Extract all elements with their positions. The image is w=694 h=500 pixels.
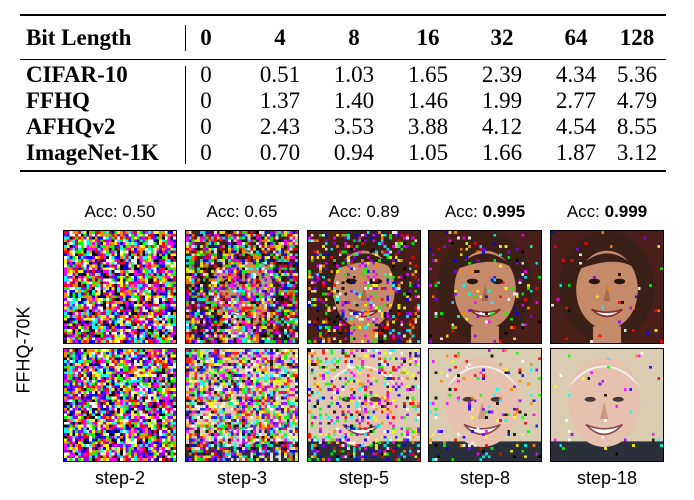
sample-image-face-2 bbox=[428, 348, 542, 462]
cell: 3.53 bbox=[333, 114, 375, 139]
cell: 0 bbox=[200, 62, 212, 87]
accuracy-label: Acc: 0.995 bbox=[418, 202, 552, 222]
accuracy-prefix: Acc: bbox=[444, 202, 483, 221]
cell: 0 bbox=[200, 114, 212, 139]
step-label: step-18 bbox=[576, 468, 638, 488]
sample-image-face-1 bbox=[63, 230, 177, 344]
cell: 8.55 bbox=[616, 114, 658, 139]
step-label: step-5 bbox=[338, 468, 390, 488]
cell: 4.79 bbox=[616, 88, 658, 113]
table-header-row: Bit Length 0 4 8 16 32 64 128 bbox=[20, 25, 666, 51]
cell: 2.77 bbox=[555, 88, 597, 113]
step-label: step-3 bbox=[216, 468, 268, 488]
row-name: FFHQ bbox=[26, 88, 90, 113]
cell: 3.12 bbox=[616, 140, 658, 165]
header-col-32: 32 bbox=[490, 25, 514, 50]
header-col-16: 16 bbox=[416, 25, 440, 50]
sample-image-face-1 bbox=[185, 230, 299, 344]
cell: 0.70 bbox=[259, 140, 301, 165]
tile-canvas bbox=[308, 349, 420, 461]
header-col-8: 8 bbox=[348, 25, 360, 50]
row-label-text: FFHQ-70K bbox=[13, 306, 34, 394]
cell: 5.36 bbox=[616, 62, 658, 87]
cell: 4.34 bbox=[555, 62, 597, 87]
accuracy-value: 0.65 bbox=[244, 202, 278, 221]
header-col-4: 4 bbox=[274, 25, 286, 50]
cell: 4.54 bbox=[555, 114, 597, 139]
sample-image-face-1 bbox=[307, 230, 421, 344]
accuracy-label: Acc: 0.65 bbox=[175, 202, 309, 222]
table-row: AFHQv2 0 2.43 3.53 3.88 4.12 4.54 8.55 bbox=[20, 114, 666, 140]
table-row: CIFAR-10 0 0.51 1.03 1.65 2.39 4.34 5.36 bbox=[20, 62, 666, 88]
cell: 3.88 bbox=[407, 114, 449, 139]
step-label: step-8 bbox=[459, 468, 511, 488]
tile-canvas bbox=[551, 349, 663, 461]
accuracy-label: Acc: 0.89 bbox=[297, 202, 431, 222]
row-name: AFHQv2 bbox=[26, 114, 116, 139]
cell: 2.39 bbox=[481, 62, 523, 87]
tile-canvas bbox=[186, 349, 298, 461]
accuracy-prefix: Acc: bbox=[566, 202, 605, 221]
row-name: CIFAR-10 bbox=[26, 62, 128, 87]
accuracy-value: 0.89 bbox=[366, 202, 400, 221]
table-top-rule bbox=[20, 14, 666, 16]
header-col-128: 128 bbox=[619, 25, 655, 50]
row-name: ImageNet-1K bbox=[26, 140, 159, 165]
accuracy-label: Acc: 0.999 bbox=[540, 202, 674, 222]
accuracy-value: 0.995 bbox=[482, 202, 526, 221]
tile-canvas bbox=[64, 231, 176, 343]
cell: 1.87 bbox=[555, 140, 597, 165]
cell: 1.03 bbox=[333, 62, 375, 87]
cell: 0.51 bbox=[259, 62, 301, 87]
accuracy-value: 0.50 bbox=[122, 202, 156, 221]
table-bottom-rule bbox=[20, 170, 666, 172]
sample-image-face-2 bbox=[307, 348, 421, 462]
table-row: FFHQ 0 1.37 1.40 1.46 1.99 2.77 4.79 bbox=[20, 88, 666, 114]
cell: 4.12 bbox=[481, 114, 523, 139]
header-bit-length: Bit Length bbox=[26, 25, 132, 50]
cell: 0 bbox=[200, 88, 212, 113]
sample-image-face-2 bbox=[185, 348, 299, 462]
table-mid-rule bbox=[20, 59, 666, 60]
cell: 1.66 bbox=[481, 140, 523, 165]
cell: 1.40 bbox=[333, 88, 375, 113]
body-separator bbox=[185, 66, 186, 164]
accuracy-label: Acc: 0.50 bbox=[53, 202, 187, 222]
cell: 1.37 bbox=[259, 88, 301, 113]
header-col-64: 64 bbox=[564, 25, 588, 50]
step-label: step-2 bbox=[94, 468, 146, 488]
cell: 1.65 bbox=[407, 62, 449, 87]
cell: 1.05 bbox=[407, 140, 449, 165]
accuracy-value: 0.999 bbox=[604, 202, 648, 221]
header-separator bbox=[185, 25, 186, 51]
tile-canvas bbox=[551, 231, 663, 343]
tile-canvas bbox=[64, 349, 176, 461]
sample-image-face-1 bbox=[550, 230, 664, 344]
header-col-0: 0 bbox=[200, 25, 212, 50]
cell: 0 bbox=[200, 140, 212, 165]
accuracy-prefix: Acc: bbox=[206, 202, 245, 221]
accuracy-prefix: Acc: bbox=[328, 202, 367, 221]
table-row: ImageNet-1K 0 0.70 0.94 1.05 1.66 1.87 3… bbox=[20, 140, 666, 166]
cell: 1.46 bbox=[407, 88, 449, 113]
sample-image-face-2 bbox=[550, 348, 664, 462]
tile-canvas bbox=[308, 231, 420, 343]
sample-image-face-2 bbox=[63, 348, 177, 462]
tile-canvas bbox=[429, 349, 541, 461]
figure-row-label: FFHQ-70K bbox=[14, 250, 34, 450]
cell: 0.94 bbox=[333, 140, 375, 165]
sample-image-face-1 bbox=[428, 230, 542, 344]
tile-canvas bbox=[429, 231, 541, 343]
accuracy-prefix: Acc: bbox=[84, 202, 123, 221]
cell: 1.99 bbox=[481, 88, 523, 113]
tile-canvas bbox=[186, 231, 298, 343]
cell: 2.43 bbox=[259, 114, 301, 139]
